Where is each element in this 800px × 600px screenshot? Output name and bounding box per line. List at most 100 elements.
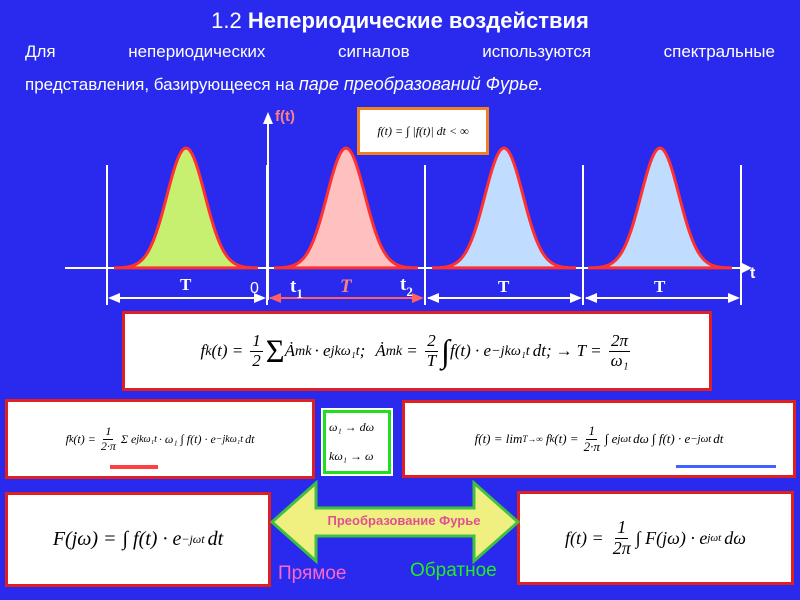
intro-word: непериодических <box>128 42 266 61</box>
formula-part: Ȧ <box>375 341 386 360</box>
formula-part: k <box>68 433 74 445</box>
formula-part: f(t) = lim <box>474 431 523 446</box>
period-label-4: T <box>654 277 666 296</box>
formula-part: 1 <box>615 516 629 539</box>
formula-part: F(jω) = <box>52 528 117 550</box>
formula-part: mk <box>295 342 312 359</box>
sum-symbol: Σ <box>265 332 285 369</box>
formula-part: dt <box>207 528 224 550</box>
formula-part: 2 <box>252 350 261 370</box>
title-number: 1.2 <box>211 8 242 33</box>
intro-emphasis: паре преобразований Фурье. <box>298 74 544 94</box>
formula-part: T <box>426 350 437 370</box>
limit-line-2: kω₁ → ω <box>329 449 374 463</box>
t1-label: t1 <box>290 276 303 301</box>
formula-part: 2·π <box>583 438 600 454</box>
slide-title: 1.2 Непериодические воздействия <box>0 8 800 34</box>
formula-part: jkω₁t <box>330 342 360 359</box>
x-axis-label: t <box>750 265 756 282</box>
formula-part: (t) = <box>211 341 244 360</box>
pulse-1 <box>114 146 258 270</box>
formula-part: dt <box>713 431 724 446</box>
formula-part: ∫ F(jω) · e <box>635 527 708 548</box>
absolute-integrability-formula: f(t) = ∫ |f(t)| dt < ∞ <box>357 107 489 155</box>
formula-part: dω ∫ f(t) · e <box>633 431 691 446</box>
formula-part: 2π <box>612 537 631 558</box>
formula-part: k <box>549 433 555 445</box>
formula-part: ∫ e <box>604 431 618 446</box>
limit-transition-box: ω₁ → dω kω₁ → ω <box>321 408 393 476</box>
y-axis-label: f(t) <box>275 108 295 125</box>
transform-label: Преобразование Фурье <box>327 513 481 528</box>
formula-part: T <box>576 341 587 360</box>
formula-part: f(t) = <box>565 527 604 548</box>
formula-part: mk <box>385 342 403 359</box>
period-label-1: T <box>180 275 192 294</box>
period-arrow-1 <box>108 293 266 303</box>
formula-part: 1 <box>103 424 114 440</box>
intro-word: сигналов <box>338 42 410 61</box>
period-arrow-4 <box>585 293 740 303</box>
intro-word: спектральные <box>663 42 775 61</box>
period-label-3: T <box>498 277 510 296</box>
intro-prefix: представления, базирующееся на <box>25 75 295 94</box>
formula-part: = <box>406 341 418 360</box>
highlight-underline <box>110 465 158 469</box>
formula-part: T→∞ <box>522 434 543 444</box>
x-axis-arrow <box>742 263 752 273</box>
pulse-2 <box>274 146 418 270</box>
formula-part: ω₁ <box>610 350 629 370</box>
formula-part: jωt <box>707 532 722 544</box>
formula-part: −jkω₁t <box>215 433 244 445</box>
origin-label: 0 <box>250 280 259 297</box>
formula-part: 2·π <box>100 438 116 453</box>
formula-part: f <box>65 431 69 446</box>
formula-part: Σ e <box>120 431 137 446</box>
intro-word: используются <box>482 42 592 61</box>
inverse-label: Обратное <box>410 560 497 581</box>
intro-word: Для <box>25 42 56 61</box>
limit-transition-content: ω₁ → dω kω₁ → ω <box>326 413 388 471</box>
direct-label: Прямое <box>278 563 347 584</box>
formula-part: dt; <box>532 341 552 360</box>
integral-symbol: ∫ <box>441 332 451 369</box>
intro-line-2: представления, базирующееся на паре прео… <box>25 74 785 95</box>
period-arrow-2 <box>269 293 424 303</box>
formula-part: 1 <box>250 330 263 352</box>
title-text: Непериодические воздействия <box>247 8 589 33</box>
forward-fourier-formula: F(jω) = ∫ f(t) · e−jωt dt <box>5 492 271 587</box>
intro-line-1: Для непериодических сигналов используютс… <box>25 42 775 62</box>
t2-label: t2 <box>400 274 413 299</box>
formula-part: −jωt <box>690 433 712 445</box>
formula-part: −jωt <box>181 532 205 546</box>
transform-double-arrow <box>270 480 520 565</box>
formula-part: jkω₁t <box>136 433 157 445</box>
pulse-4 <box>588 146 732 270</box>
formula-text: f(t) = ∫ |f(t)| dt < ∞ <box>377 123 469 138</box>
period-arrow-3 <box>427 293 582 303</box>
limit-line-1: ω₁ → dω <box>329 420 375 434</box>
formula-part: ; <box>359 341 366 360</box>
formula-part: k <box>205 342 212 359</box>
formula-part: jωt <box>617 433 632 445</box>
pulse-3 <box>432 146 576 270</box>
formula-part: (t) = <box>554 431 579 446</box>
formula-part: 2 <box>425 330 438 352</box>
formula-part: → <box>555 341 573 360</box>
formula-part: 2π <box>609 330 631 352</box>
formula-part: −jkω₁t <box>491 342 530 359</box>
formula-part: · e <box>314 341 331 360</box>
formula-part: f(t) · e <box>450 341 492 360</box>
formula-part: (t) = <box>73 431 96 446</box>
formula-part: ∫ f(t) · e <box>122 528 182 550</box>
formula-part: dt <box>245 431 255 446</box>
